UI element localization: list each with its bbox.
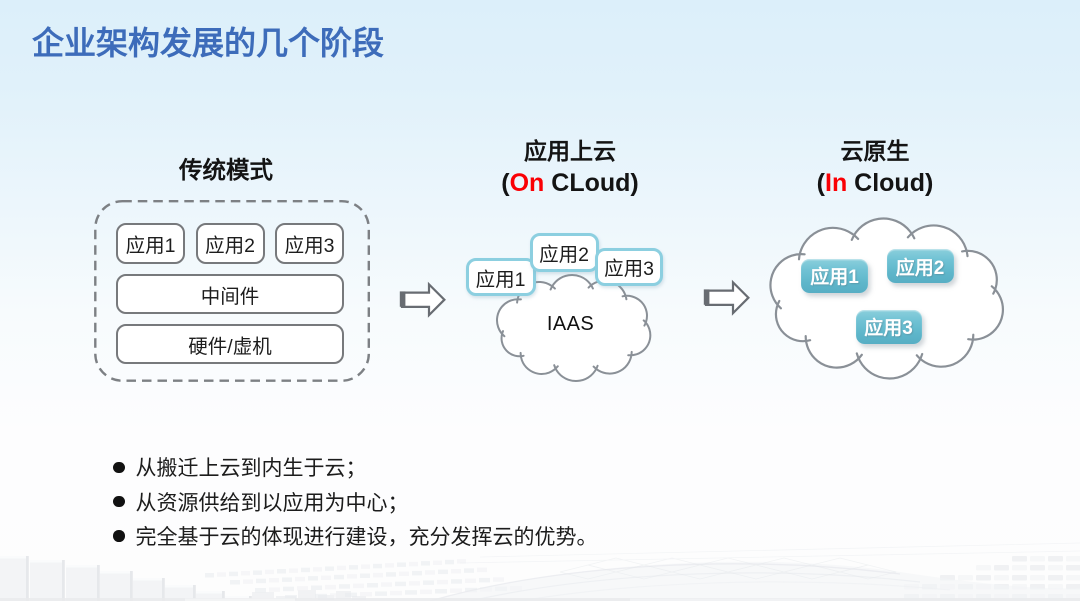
bullet-item: 完全基于云的体现进行建设，充分发挥云的优势。	[113, 519, 598, 553]
bullet-list: 从搬迁上云到内生于云； 从资源供给到以应用为中心； 完全基于云的体现进行建设，充…	[113, 450, 598, 553]
sub-rest: CLoud)	[544, 168, 639, 197]
trad-middleware-box: 中间件	[116, 274, 344, 314]
incloud-app1-label: 应用1	[810, 267, 859, 288]
bullet-item: 从搬迁上云到内生于云；	[113, 450, 598, 484]
oncloud-app2-label: 应用2	[539, 243, 589, 266]
bullet-text: 完全基于云的体现进行建设，充分发挥云的优势。	[135, 526, 598, 550]
trad-app1-label: 应用1	[125, 234, 176, 257]
stage-heading-on-cloud: 应用上云 (On CLoud)	[470, 136, 670, 199]
stage-heading-on-cloud-line1: 应用上云	[524, 138, 616, 164]
bullet-dot-icon	[113, 461, 125, 474]
stage-heading-in-cloud: 云原生 (In Cloud)	[775, 136, 975, 199]
traditional-container-outline	[94, 199, 371, 382]
incloud-app3-box: 应用3	[855, 309, 922, 344]
stage-heading-traditional: 传统模式	[126, 155, 326, 187]
arrow-2	[703, 279, 750, 316]
oncloud-app3-label: 应用3	[604, 258, 654, 280]
trad-hardware-label: 硬件/虚机	[188, 335, 272, 358]
highlight-on: On	[509, 168, 545, 197]
incloud-app3-label: 应用3	[864, 318, 913, 339]
trad-app1-box: 应用1	[116, 222, 185, 264]
oncloud-app3-box: 应用3	[595, 247, 663, 286]
highlight-in: In	[825, 168, 848, 197]
incloud-app2-label: 应用2	[895, 257, 945, 279]
trad-middleware-label: 中间件	[200, 285, 260, 308]
paren-open: (	[501, 168, 510, 197]
trad-app3-box: 应用3	[275, 222, 344, 264]
sub-rest: Cloud)	[847, 168, 934, 197]
stage-heading-on-cloud-line2: (On CLoud)	[470, 168, 670, 200]
iaas-cloud-shape	[496, 274, 652, 382]
incloud-app2-box: 应用2	[886, 249, 954, 283]
arrow-1	[399, 281, 446, 318]
trad-app2-box: 应用2	[195, 222, 265, 264]
stage-heading-in-cloud-line2: (In Cloud)	[775, 168, 975, 200]
bottom-pattern	[0, 542, 1080, 601]
bullet-text: 从资源供给到以应用为中心；	[135, 491, 409, 515]
incloud-app1-box: 应用1	[801, 258, 868, 293]
bullet-item: 从资源供给到以应用为中心；	[113, 485, 598, 519]
page-title: 企业架构发展的几个阶段	[32, 25, 385, 61]
oncloud-app1-box: 应用1	[465, 258, 536, 296]
oncloud-app2-box: 应用2	[529, 232, 599, 272]
native-cloud-shape	[769, 217, 1005, 380]
trad-hardware-box: 硬件/虚机	[116, 324, 344, 364]
trad-app2-label: 应用2	[205, 234, 255, 257]
trad-app3-label: 应用3	[284, 234, 335, 257]
bullet-text: 从搬迁上云到内生于云；	[135, 457, 367, 481]
stage-heading-in-cloud-line1: 云原生	[840, 138, 910, 164]
iaas-label: IAAS	[546, 312, 595, 335]
stage-heading-traditional-text: 传统模式	[179, 157, 273, 183]
bullet-dot-icon	[113, 495, 125, 508]
paren-open: (	[816, 168, 825, 197]
bullet-dot-icon	[113, 530, 125, 542]
oncloud-app1-label: 应用1	[475, 268, 526, 291]
